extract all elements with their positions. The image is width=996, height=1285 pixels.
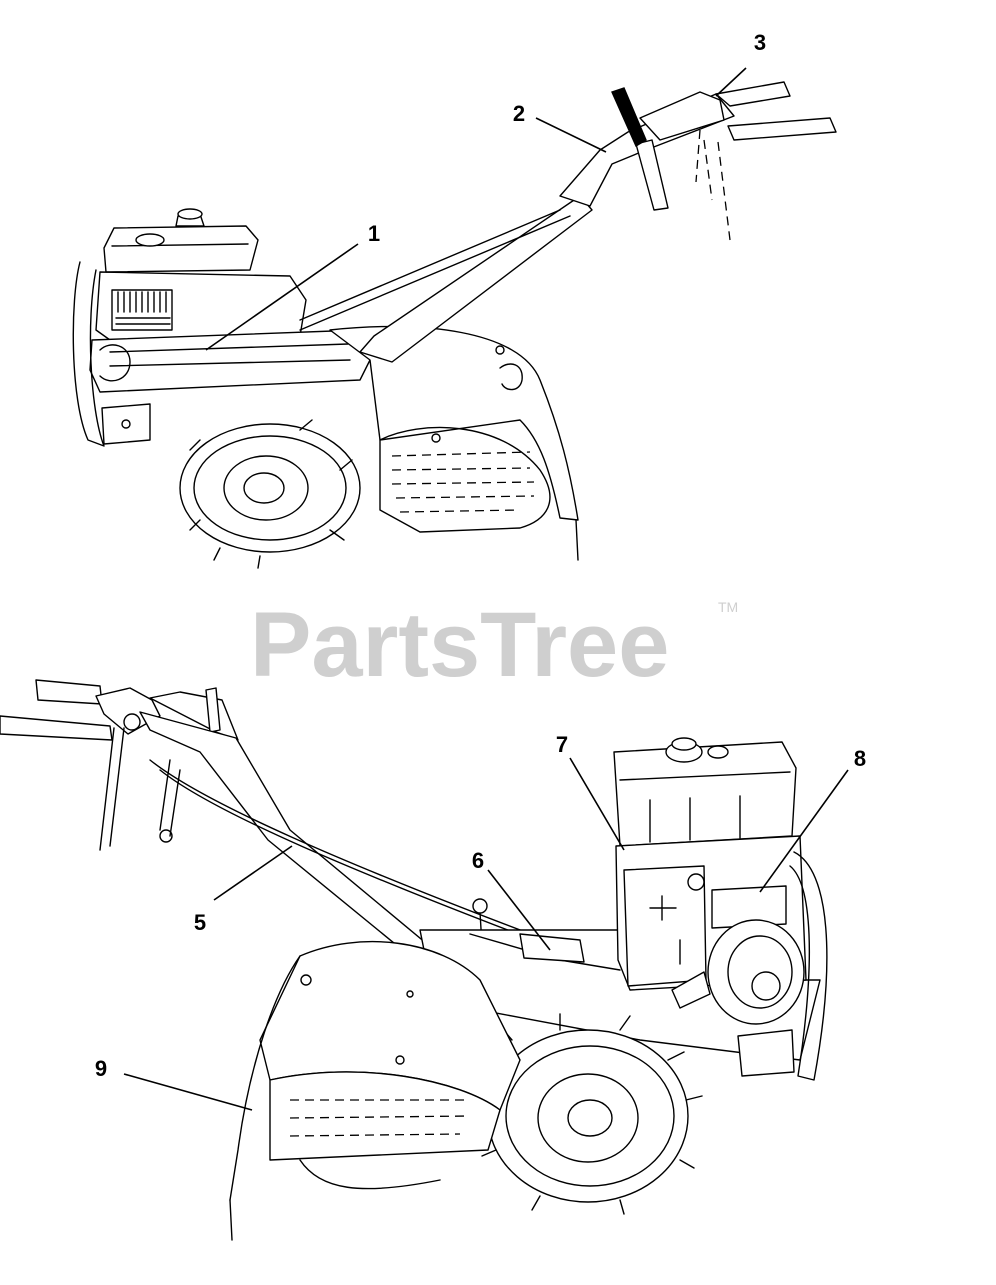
top-tiller-drawing — [72, 81, 837, 569]
top-tine-hood — [329, 325, 579, 521]
callout-1: 1 — [368, 221, 380, 246]
callout-5-leader — [213, 845, 293, 901]
watermark-trademark: TM — [718, 599, 738, 615]
callout-2: 2 — [513, 101, 525, 126]
top-wheel — [179, 423, 361, 553]
callout-6: 6 — [472, 848, 484, 873]
bottom-tiller-drawing — [0, 679, 828, 1241]
callout-8: 8 — [854, 746, 866, 771]
callout-8-leader — [759, 769, 849, 893]
bottom-fuel-tank — [613, 741, 797, 847]
callout-2-leader — [535, 117, 607, 153]
callout-9-leader — [123, 1073, 253, 1111]
callout-3: 3 — [754, 30, 766, 55]
bottom-left-grip — [35, 679, 103, 705]
callout-7-leader — [569, 757, 625, 851]
top-control-grip — [611, 87, 647, 148]
watermark-text: PartsTree — [250, 594, 669, 696]
callout-1-leader — [205, 243, 359, 351]
callout-5: 5 — [194, 910, 206, 935]
callout-7: 7 — [556, 732, 568, 757]
callout-6-leader — [487, 869, 551, 951]
callout-9: 9 — [95, 1056, 107, 1081]
top-fuel-tank — [103, 225, 259, 273]
callout-3-leader — [715, 67, 747, 97]
